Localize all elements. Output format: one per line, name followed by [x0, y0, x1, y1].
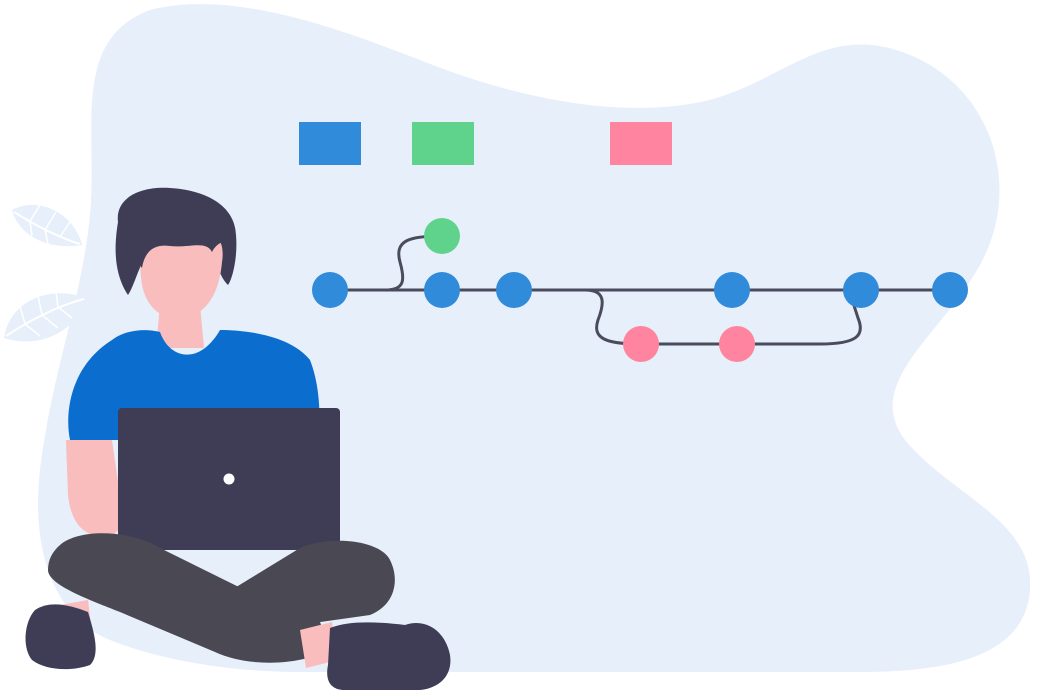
face	[140, 232, 223, 319]
legend-swatch-green	[412, 122, 474, 165]
person-figure	[25, 187, 451, 690]
commit-node-main	[932, 272, 968, 308]
legend-swatch-blue	[299, 122, 361, 165]
commit-node-main	[714, 272, 750, 308]
shoe	[25, 604, 96, 670]
legend-swatch-pink	[610, 122, 672, 165]
shoe	[327, 622, 451, 690]
commit-node-main	[312, 272, 348, 308]
commit-node-main	[843, 272, 879, 308]
leaf-icon	[12, 204, 82, 247]
commit-node-main	[424, 272, 460, 308]
leaf-icon	[4, 291, 86, 342]
commit-node-main	[496, 272, 532, 308]
commit-node-pink	[623, 326, 659, 362]
laptop-logo-icon	[223, 473, 235, 485]
commit-node-pink	[719, 326, 755, 362]
commit-node-green	[424, 218, 460, 254]
